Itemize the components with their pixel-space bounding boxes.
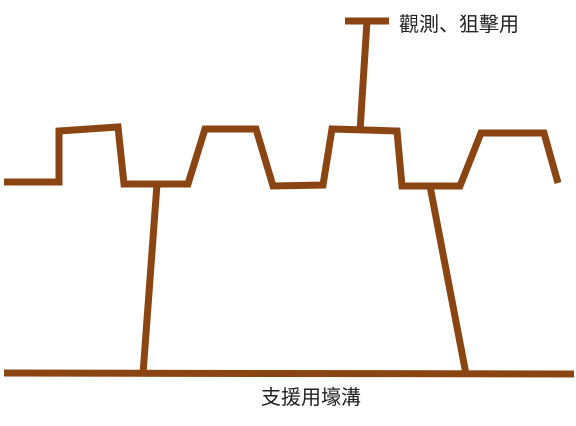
support-trench-line xyxy=(3,369,575,378)
support-trench-label: 支援用壕溝 xyxy=(261,385,361,409)
observation-sniping-label: 觀測、狙擊用 xyxy=(399,12,519,36)
observation-sap-line xyxy=(356,20,371,132)
communication-trench-right xyxy=(426,185,470,375)
front-trench-line xyxy=(4,123,562,190)
communication-trench-left xyxy=(139,183,161,375)
